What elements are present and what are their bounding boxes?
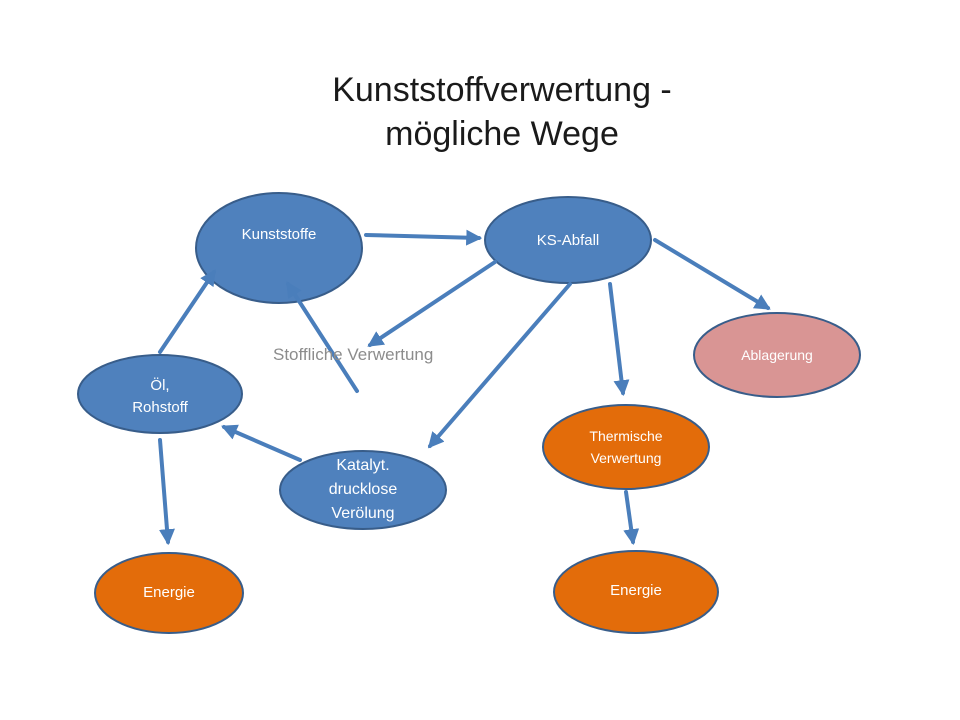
arrow-kunststoffe-to-ksabfall — [364, 229, 483, 246]
node-oel-shape[interactable] — [77, 354, 243, 434]
node-kunststoffe-shape[interactable] — [195, 192, 363, 304]
title-line-2: mögliche Wege — [385, 115, 619, 153]
arrow-ksabfall-to-ablagerung — [653, 238, 771, 310]
title-line-1: Kunststoffverwertung - — [332, 71, 672, 109]
arrow-oel-to-energie — [158, 438, 175, 546]
arrow-thermische-to-energie — [623, 490, 640, 546]
node-ablagerung-shape[interactable] — [693, 312, 861, 398]
node-ks-abfall-shape[interactable] — [484, 196, 652, 284]
arrow-ksabfall-to-katalyt — [427, 282, 572, 449]
node-katalyt-shape[interactable] — [279, 450, 447, 530]
slide-title: Kunststoffverwertung - mögliche Wege — [0, 68, 960, 156]
node-energie-left-shape[interactable] — [94, 552, 244, 634]
arrow-ksabfall-to-stoffliche — [367, 260, 497, 347]
node-thermische-shape[interactable] — [542, 404, 710, 490]
arrow-oel-to-kunststoffe — [158, 269, 216, 354]
arrow-katalyt-to-oel — [221, 424, 302, 462]
arrow-stoffliche-to-kunststoffe — [286, 281, 359, 393]
arrow-ksabfall-to-thermische — [608, 282, 630, 397]
stoffliche-verwertung-label: Stoffliche Verwertung — [273, 345, 434, 364]
node-energie-right-shape[interactable] — [553, 550, 719, 634]
